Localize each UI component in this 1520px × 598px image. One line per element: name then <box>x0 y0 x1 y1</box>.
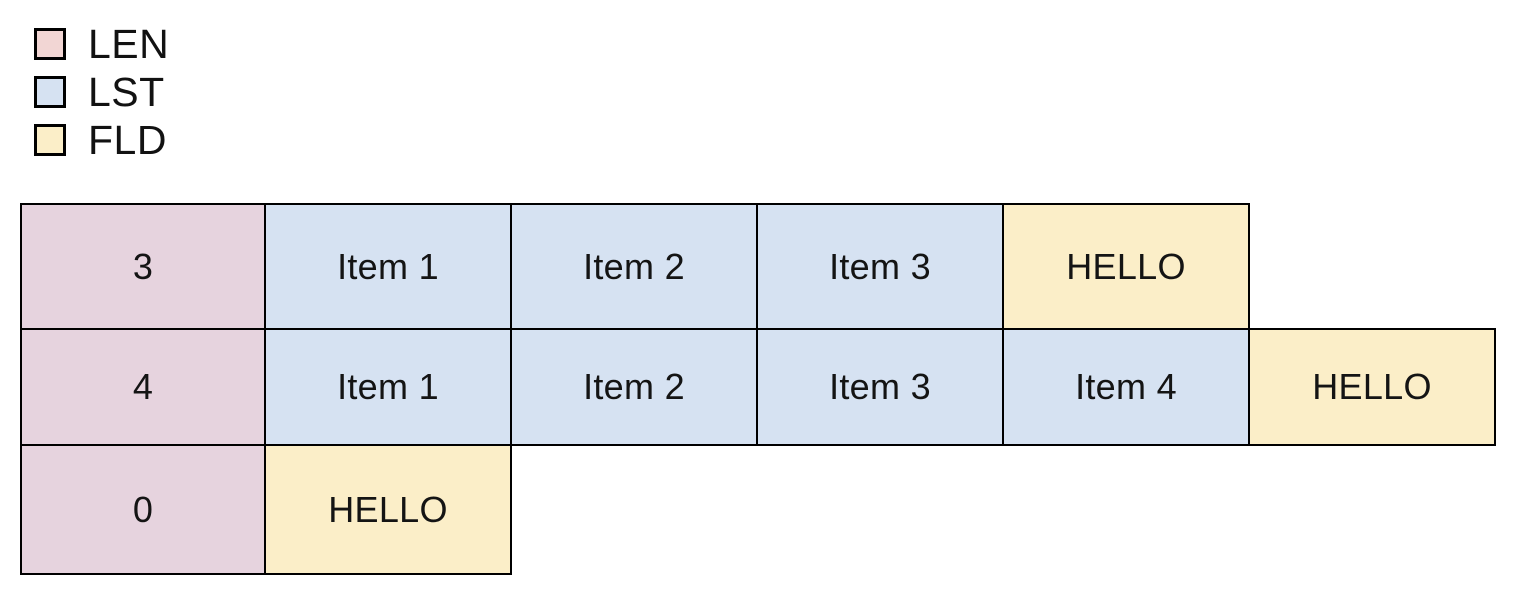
table-cell-lst: Item 3 <box>756 203 1004 330</box>
table-cell-len: 3 <box>20 203 266 330</box>
table-cell-fld: HELLO <box>264 444 512 575</box>
table-cell-lst: Item 3 <box>756 328 1004 446</box>
table-cell-lst: Item 2 <box>510 328 758 446</box>
square-swatch-icon <box>34 28 66 60</box>
legend-item-label: FLD <box>88 116 167 163</box>
square-swatch-icon <box>34 124 66 156</box>
table-cell-lst: Item 1 <box>264 328 512 446</box>
table-cell-lst: Item 1 <box>264 203 512 330</box>
table-cell-len: 4 <box>20 328 266 446</box>
table-cell-fld: HELLO <box>1002 203 1250 330</box>
table-cell-fld: HELLO <box>1248 328 1496 446</box>
table-cell-lst: Item 2 <box>510 203 758 330</box>
square-swatch-icon <box>34 76 66 108</box>
legend-item-len: LEN <box>34 20 434 68</box>
table-cell-lst: Item 4 <box>1002 328 1250 446</box>
table-cell-len: 0 <box>20 444 266 575</box>
legend-item-label: LEN <box>88 20 170 67</box>
legend-item-label: LST <box>88 68 165 115</box>
legend-item-fld: FLD <box>34 116 434 164</box>
legend-item-lst: LST <box>34 68 434 116</box>
